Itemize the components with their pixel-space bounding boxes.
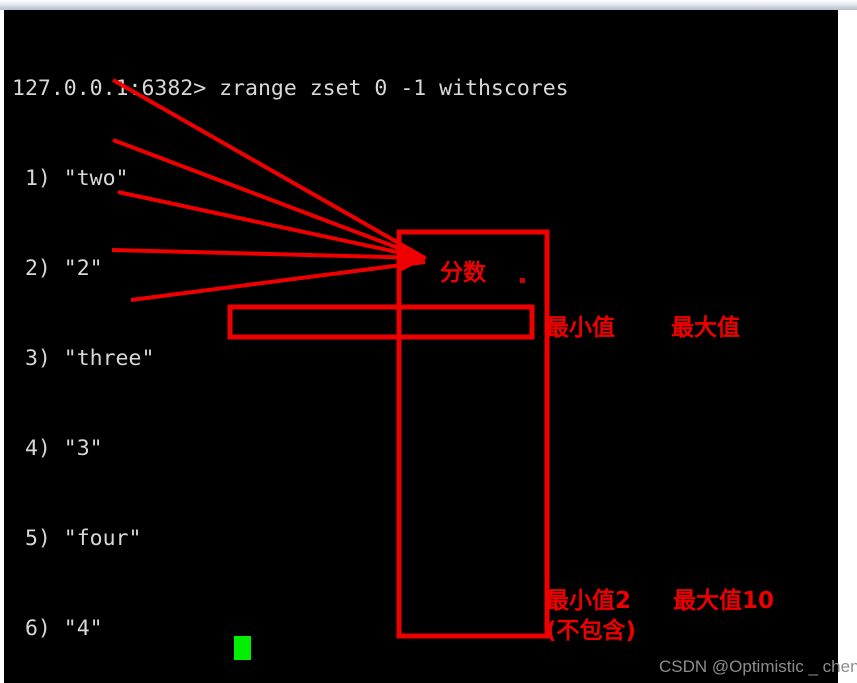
- terminal-line: 3) "three": [12, 346, 155, 371]
- terminal-line: 4) "3": [12, 436, 103, 461]
- terminal-line: 1) "two": [12, 166, 129, 191]
- terminal-line: 127.0.0.1:6382> zrange zset 0 -1 withsco…: [12, 76, 569, 101]
- annotation-min-label: 最小值: [546, 315, 615, 341]
- annotation-score-label: 分数: [440, 260, 486, 286]
- annotation-max-label: 最大值: [671, 315, 740, 341]
- terminal-cursor: [234, 636, 251, 660]
- terminal-line: 6) "4": [12, 616, 103, 641]
- annotation-min-value-label: 最小值2: [546, 588, 632, 614]
- terminal-line: 5) "four": [12, 526, 142, 551]
- csdn-watermark: CSDN @Optimistic _ chen: [659, 657, 857, 676]
- annotation-dot-mark: [520, 278, 525, 283]
- annotation-exclusive-label: (不包含): [546, 618, 637, 644]
- annotation-max-value-label: 最大值10: [673, 588, 775, 614]
- terminal-line: 2) "2": [12, 256, 103, 281]
- window-chrome-band: [0, 0, 857, 10]
